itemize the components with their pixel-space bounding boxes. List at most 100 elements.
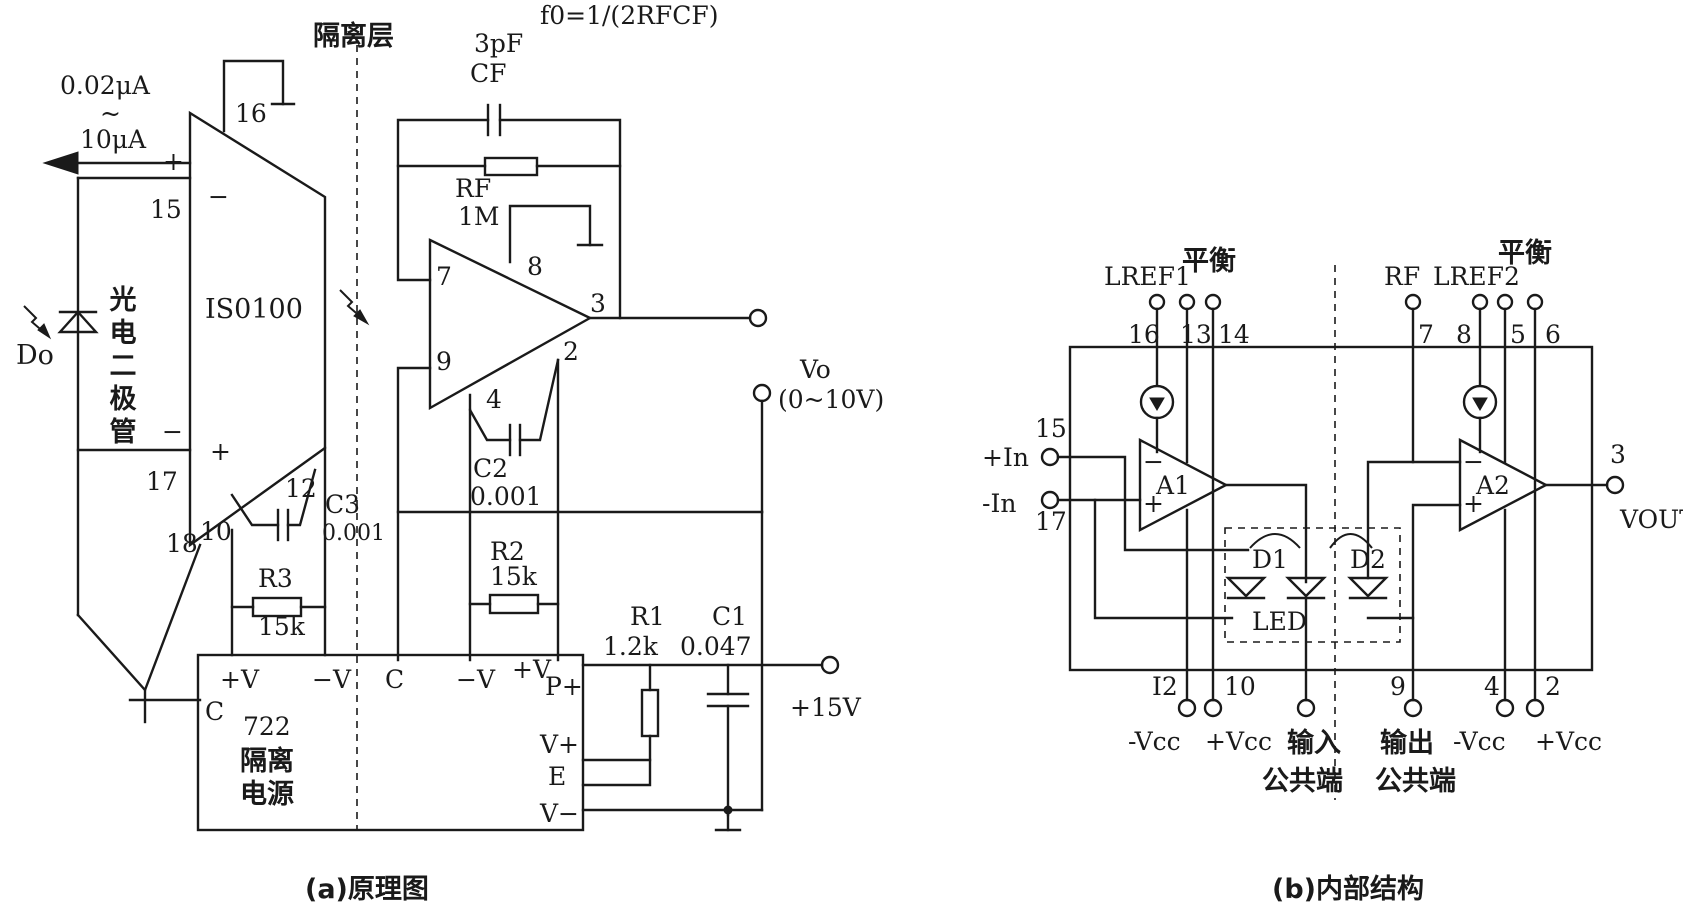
c2-wire-right bbox=[518, 358, 560, 442]
pin13-label: 13 bbox=[1180, 320, 1212, 349]
pin2-terminal bbox=[1525, 698, 1545, 718]
supply-terminal bbox=[820, 655, 840, 675]
psu-pin-e: E bbox=[548, 762, 566, 791]
current-range-top: 0.02μA bbox=[60, 71, 151, 100]
pin16-ground-wire bbox=[222, 59, 285, 133]
psu-name: 722 bbox=[243, 712, 291, 741]
psu-pin-c-right: C bbox=[385, 665, 404, 694]
pin7-label: 7 bbox=[436, 262, 452, 291]
feedback-wire-left bbox=[396, 118, 490, 282]
pin14-label: 14 bbox=[1218, 320, 1250, 349]
psu-pin-vplus: V+ bbox=[539, 730, 579, 759]
psu-pin-mv-left: −V bbox=[312, 665, 352, 694]
pin7-label: 7 bbox=[1418, 320, 1434, 349]
cf-name: CF bbox=[470, 59, 506, 88]
r1-name: R1 bbox=[630, 602, 665, 631]
diode-d2-symbol bbox=[1347, 576, 1389, 598]
pin10-terminal bbox=[1203, 698, 1223, 718]
pin3-label: 3 bbox=[1610, 440, 1626, 469]
a2-plus: + bbox=[1463, 489, 1484, 518]
pin6-label: 6 bbox=[1545, 320, 1561, 349]
output-common-label-1: 输出 bbox=[1380, 727, 1434, 759]
photodiode-symbol bbox=[57, 310, 99, 334]
pin16-label: 16 bbox=[1128, 320, 1160, 349]
r2-value: 15k bbox=[490, 562, 538, 591]
a1-output-wire bbox=[1224, 483, 1308, 584]
c2-value: 0.001 bbox=[470, 482, 542, 511]
psu-pin-pv-left: +V bbox=[220, 665, 260, 694]
psu-line3: 电源 bbox=[240, 779, 294, 810]
current-source-2-arrow-icon bbox=[1472, 397, 1488, 411]
current-range-bottom: 10μA bbox=[80, 125, 147, 154]
light-coupling-arrowhead-icon bbox=[353, 309, 370, 326]
light-arrowhead-icon bbox=[37, 323, 52, 340]
c3-wire-left bbox=[230, 493, 280, 527]
amplifier-a1 bbox=[1138, 438, 1229, 532]
rf-resistor bbox=[483, 156, 539, 177]
vcc-plus-1-label: +Vcc bbox=[1205, 727, 1272, 756]
panel-a-caption: (a)原理图 bbox=[305, 874, 429, 905]
a1-plus: + bbox=[1143, 489, 1164, 518]
led-label: LED bbox=[1252, 607, 1307, 636]
r2-resistor bbox=[488, 593, 540, 615]
output-terminal bbox=[748, 308, 768, 328]
r2-name: R2 bbox=[490, 537, 525, 566]
iso100-name: IS0100 bbox=[205, 294, 303, 325]
in-plus-terminal bbox=[1040, 447, 1060, 467]
pin18-label: 18 bbox=[166, 529, 198, 558]
r1-value: 1.2k bbox=[603, 632, 659, 661]
psu-pin-vminus: V− bbox=[539, 799, 579, 828]
pin12-terminal bbox=[1177, 698, 1197, 718]
pin8-terminal bbox=[1471, 293, 1489, 311]
pin9-wire bbox=[396, 366, 432, 662]
in-minus-wire bbox=[1056, 498, 1234, 620]
psu-line2: 隔离 bbox=[240, 745, 294, 777]
c3-value: 0.001 bbox=[322, 521, 385, 546]
in-minus-label: -In bbox=[982, 489, 1016, 518]
c1-name: C1 bbox=[712, 602, 747, 631]
vcc-minus-1-label: -Vcc bbox=[1128, 727, 1181, 756]
pin5-label: 5 bbox=[1510, 320, 1526, 349]
psu-pin-pplus: P+ bbox=[545, 672, 583, 701]
pin16-terminal bbox=[1148, 293, 1166, 311]
pin17-label: 17 bbox=[1035, 507, 1067, 536]
pin2-label: 2 bbox=[563, 337, 579, 366]
pin8-label: 8 bbox=[1456, 320, 1472, 349]
pin9-label: 9 bbox=[1390, 672, 1406, 701]
formula-label: f0=1/(2RFCF) bbox=[540, 1, 719, 30]
supply-label: +15V bbox=[790, 693, 862, 722]
a1-minus: − bbox=[1143, 447, 1164, 476]
psu-pin-mv-right: −V bbox=[456, 665, 496, 694]
pin2-label: 2 bbox=[1545, 672, 1561, 701]
photodiode-name: Do bbox=[16, 340, 54, 371]
pin4-label: 4 bbox=[1484, 672, 1500, 701]
a1-label: A1 bbox=[1155, 471, 1190, 500]
d1-label: D1 bbox=[1252, 545, 1288, 574]
balance2-label: 平衡 bbox=[1498, 238, 1552, 269]
isolation-label: 隔离层 bbox=[313, 20, 394, 52]
in-plus-wire bbox=[1056, 455, 1250, 552]
feedback-wire-right bbox=[498, 118, 622, 320]
output-terminal-return bbox=[752, 383, 772, 403]
pin6-terminal bbox=[1526, 293, 1544, 311]
optical-coupling-arc-1 bbox=[1249, 533, 1301, 549]
panel-a-schematic: 隔离层 f0=1/(2RFCF) IS0100 + − − + 16 0.02μ… bbox=[16, 1, 884, 905]
c3-name: C3 bbox=[325, 490, 360, 519]
output-amplifier bbox=[428, 238, 593, 411]
pin15-label: 15 bbox=[1035, 414, 1067, 443]
ic-package-outline bbox=[1068, 345, 1594, 672]
diode-led-symbol bbox=[1285, 576, 1327, 598]
r1-resistor bbox=[640, 688, 660, 738]
rf-name: RF bbox=[455, 174, 491, 203]
pin12-label: I2 bbox=[1152, 672, 1178, 701]
input-common-label-2: 公共端 bbox=[1262, 766, 1343, 797]
light-coupling-arrow-icon bbox=[339, 289, 363, 319]
pin15-label: 15 bbox=[150, 195, 182, 224]
pin10-label: 10 bbox=[200, 517, 232, 546]
balance1-label: 平衡 bbox=[1182, 246, 1236, 277]
pin5-terminal bbox=[1496, 293, 1514, 311]
iso100-pin-plus-bottom: + bbox=[210, 437, 231, 466]
current-source-1-arrow-icon bbox=[1149, 397, 1165, 411]
current-arrow-icon bbox=[42, 151, 79, 175]
photodiode-label: 光电二极管 bbox=[105, 285, 138, 450]
